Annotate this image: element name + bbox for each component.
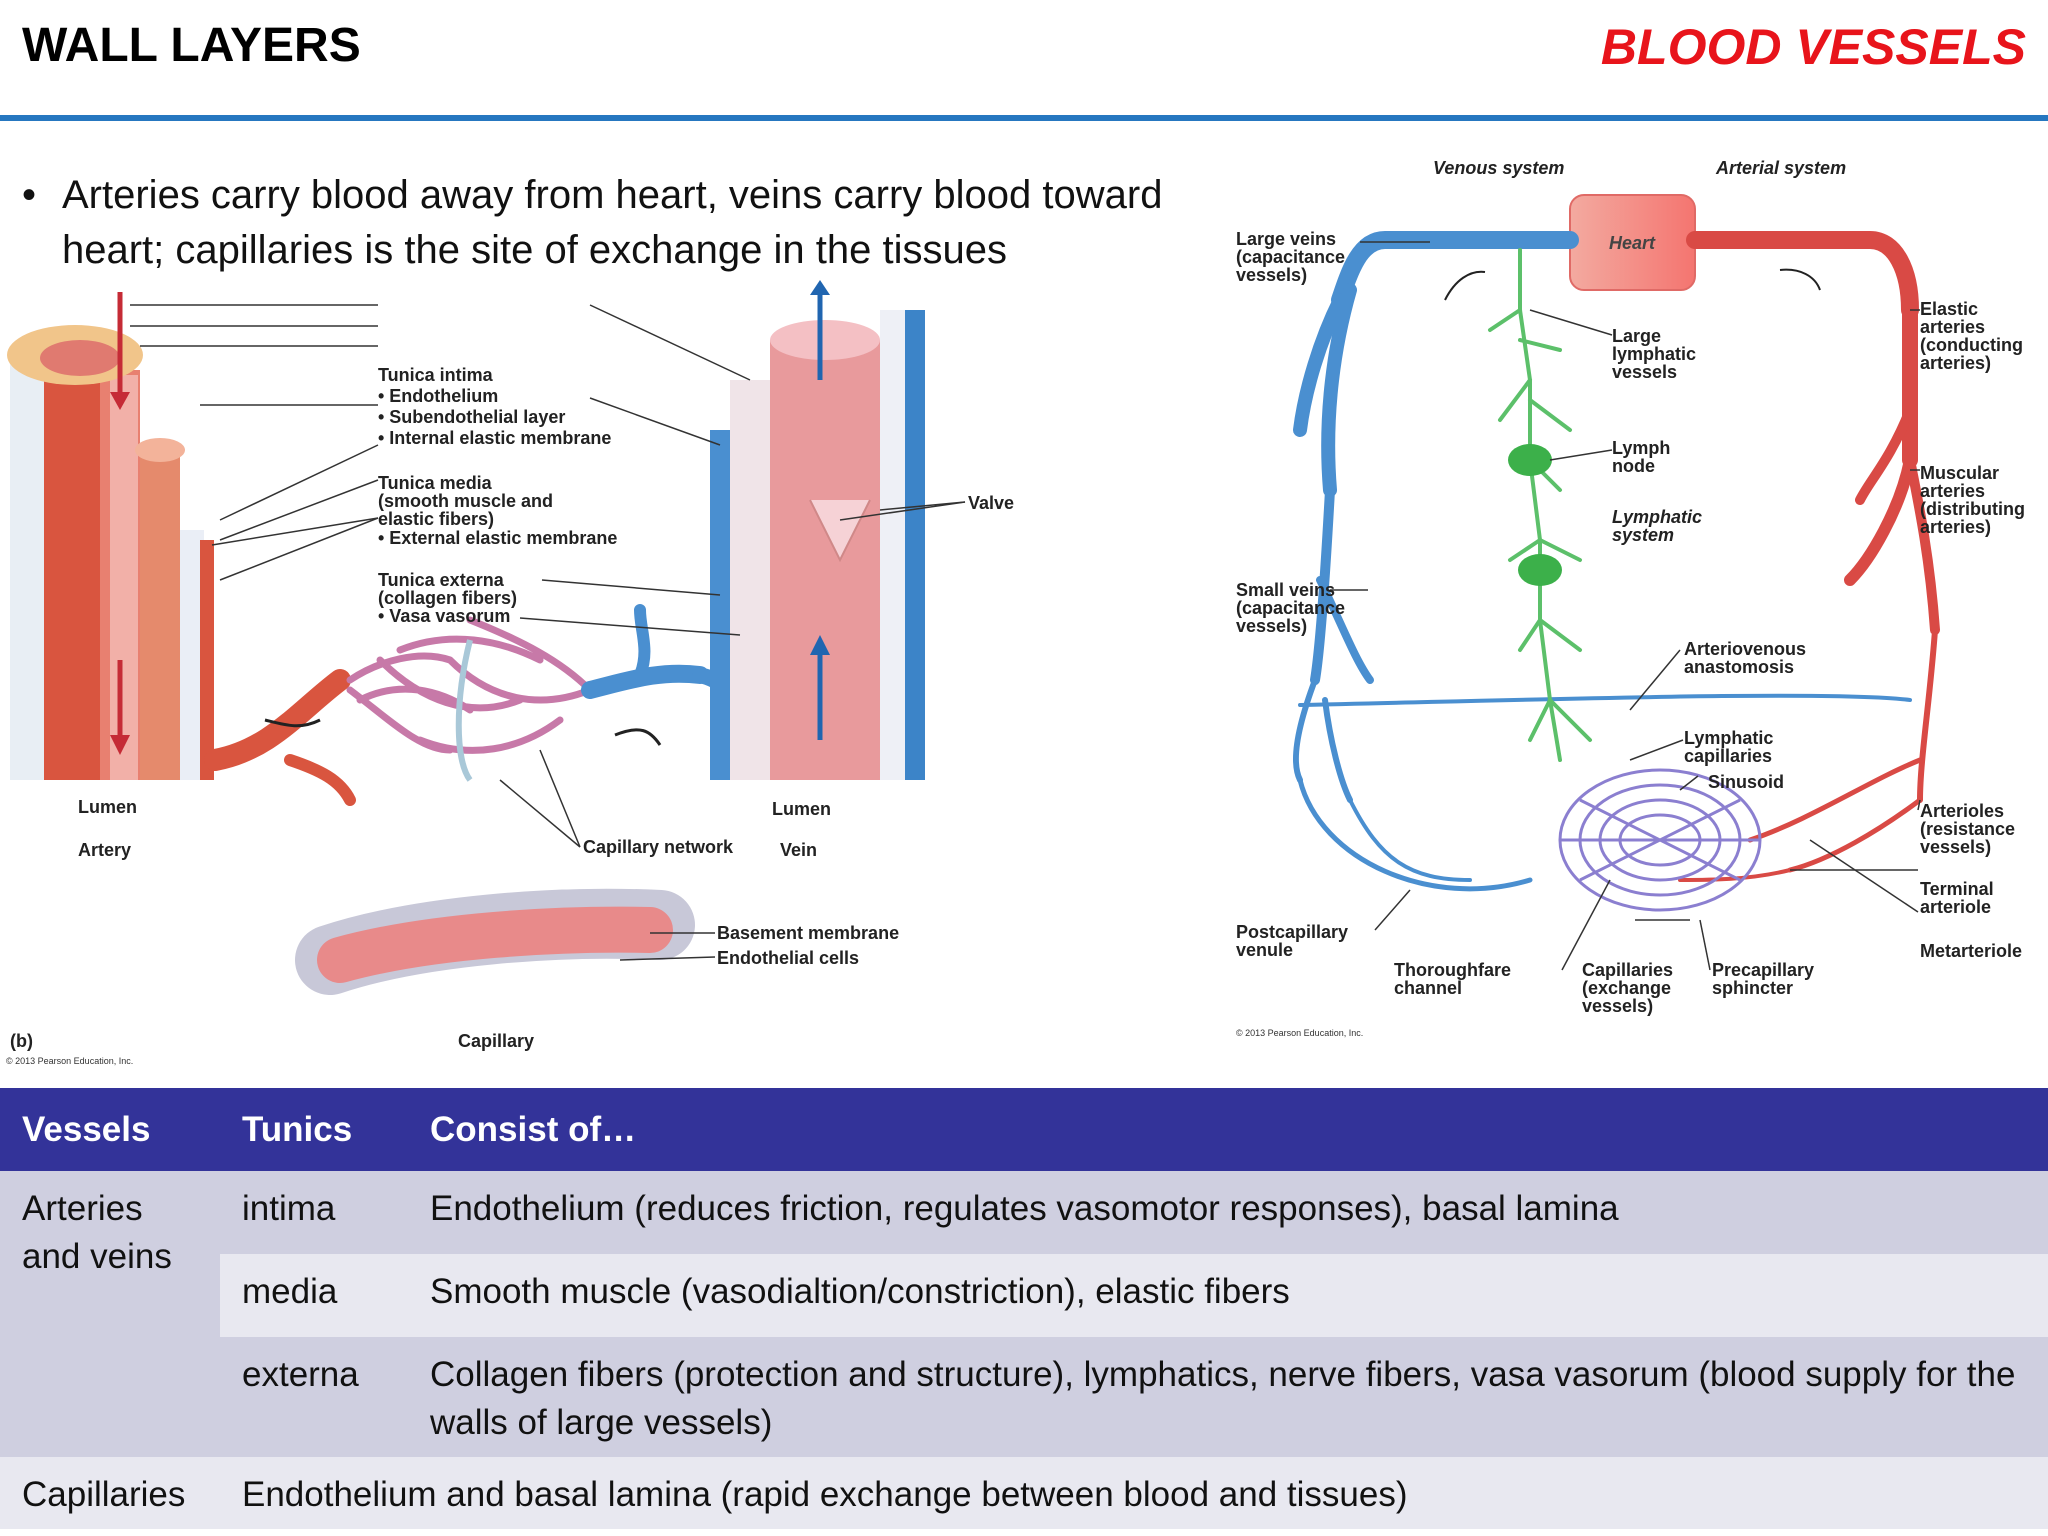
label-internal-elastic-membrane: • Internal elastic membrane [378, 428, 612, 448]
cell-desc-capillaries: Endothelium and basal lamina (rapid exch… [220, 1457, 2048, 1529]
header-tunics: Tunics [220, 1088, 408, 1171]
lymph-node-1 [1508, 444, 1552, 476]
label-external-elastic-membrane: • External elastic membrane [378, 528, 618, 548]
label-vein: Vein [780, 840, 818, 860]
label-lumen-vein: Lumen [772, 799, 832, 819]
label-capillaries-exchange: Capillaries (exchange vessels) [1582, 960, 1674, 1016]
label-thoroughfare-channel: Thoroughfare channel [1394, 960, 1511, 998]
arterial-vessels [1678, 231, 1940, 882]
label-artery: Artery [78, 840, 132, 860]
cell-desc-externa: Collagen fibers (protection and structur… [408, 1337, 2048, 1457]
label-endothelium: • Endothelium [378, 386, 499, 406]
capillary-tube-drawing [295, 639, 695, 995]
label-venous-system: Venous system [1433, 158, 1565, 178]
bullet-dot: • [22, 173, 37, 217]
cell-desc-intima: Endothelium (reduces friction, regulates… [408, 1171, 2048, 1254]
slide-title: WALL LAYERS [22, 19, 361, 72]
label-subendothelial-layer: • Subendothelial layer [378, 407, 566, 427]
label-capillary: Capillary [458, 1031, 535, 1051]
label-valve: Valve [968, 493, 1015, 513]
header-rule [0, 115, 2048, 121]
cell-tunic-media: media [220, 1254, 408, 1337]
table-row: Arteries and veins intima Endothelium (r… [0, 1171, 2048, 1457]
cell-arteries-veins: Arteries and veins [0, 1171, 220, 1457]
label-metarteriole: Metarteriole [1920, 941, 2023, 961]
label-lymph-node: Lymph node [1612, 438, 1671, 476]
label-externa-desc: (collagen fibers) [378, 588, 518, 608]
label-precapillary-sphincter: Precapillary sphincter [1712, 960, 1815, 998]
circulation-diagram [1292, 194, 1940, 971]
section-title: BLOOD VESSELS [1600, 19, 2026, 75]
label-tunica-intima: Tunica intima [378, 365, 493, 385]
table-row: Capillaries Endothelium and basal lamina… [0, 1457, 2048, 1529]
bullet-text: Arteries carry blood away from heart, ve… [62, 173, 1163, 272]
header-vessels: Vessels [0, 1088, 220, 1171]
label-tunica-externa: Tunica externa [378, 570, 504, 590]
label-vasa-vasorum: • Vasa vasorum [378, 606, 511, 626]
label-media-desc: (smooth muscle and elastic fibers) [378, 491, 554, 529]
artery-cross-section [7, 292, 214, 780]
label-arterial-system: Arterial system [1716, 158, 1847, 178]
label-lymphatic-system: Lymphatic system [1612, 507, 1703, 545]
header-consist-of: Consist of… [408, 1088, 2048, 1171]
lymph-node-2 [1518, 554, 1562, 586]
label-terminal-arteriole: Terminal arteriole [1920, 879, 1994, 917]
label-capillary-network: Capillary network [583, 837, 734, 857]
cell-tunic-intima: intima [220, 1171, 408, 1254]
label-arterioles: Arterioles (resistance vessels) [1920, 801, 2016, 857]
label-large-veins: Large veins (capacitance vessels) [1236, 229, 1346, 285]
table-row: externa Collagen fibers (protection and … [0, 1337, 2048, 1457]
copyright-b: © 2013 Pearson Education, Inc. [6, 1056, 134, 1066]
panel-label-b: (b) [10, 1031, 33, 1051]
tunics-table: Vessels Tunics Consist of… Arteries and … [0, 1088, 2048, 1529]
leader-lines-sys [1330, 241, 1921, 971]
table-row: media Smooth muscle (vasodialtion/constr… [0, 1254, 2048, 1337]
venous-vessels [1292, 231, 1912, 892]
label-tunica-media: Tunica media [378, 473, 492, 493]
label-lumen-artery: Lumen [78, 797, 138, 817]
label-heart: Heart [1609, 233, 1656, 253]
cell-tunic-externa: externa [220, 1337, 408, 1457]
label-endothelial-cells: Endothelial cells [717, 948, 860, 968]
label-sinusoid: Sinusoid [1708, 772, 1784, 792]
cell-capillaries: Capillaries [0, 1457, 220, 1529]
label-elastic-arteries: Elastic arteries (conducting arteries) [1920, 299, 2023, 373]
vein-cross-section [710, 280, 925, 780]
label-basement-membrane: Basement membrane [717, 923, 900, 943]
label-small-veins: Small veins (capacitance vessels) [1236, 580, 1346, 636]
label-av-anastomosis: Arteriovenous anastomosis [1684, 639, 1807, 677]
label-muscular-arteries: Muscular arteries (distributing arteries… [1920, 463, 2025, 537]
label-lymphatic-capillaries: Lymphatic capillaries [1684, 728, 1774, 766]
label-large-lymphatic-vessels: Large lymphatic vessels [1612, 326, 1697, 382]
vessel-wall-illustration [7, 280, 966, 995]
capillary-network-drawing [204, 604, 743, 806]
cell-desc-media: Smooth muscle (vasodialtion/constriction… [408, 1254, 2048, 1337]
table-header-row: Vessels Tunics Consist of… [0, 1088, 2048, 1171]
leader-lines-b [130, 304, 966, 961]
copyright-sys: © 2013 Pearson Education, Inc. [1236, 1028, 1364, 1038]
capillary-bed [1558, 768, 1762, 912]
lymphatic-vessels [1488, 248, 1592, 762]
label-postcapillary-venule: Postcapillary venule [1236, 922, 1349, 960]
